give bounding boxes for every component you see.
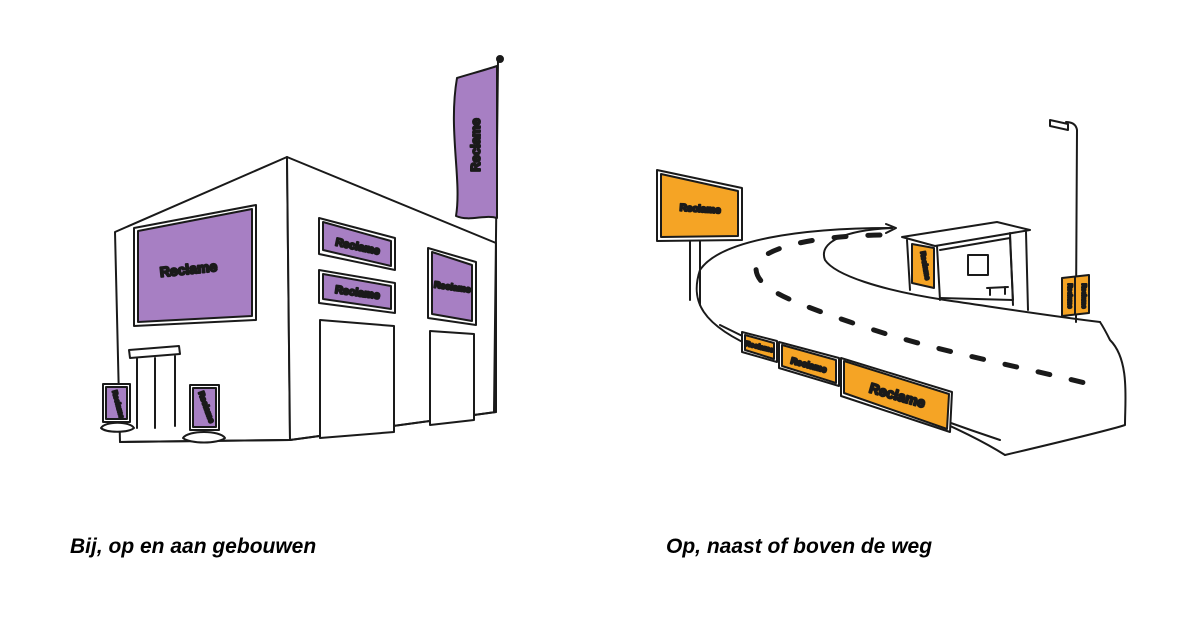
- pole-box-sign-label-2: Reclame: [1080, 284, 1086, 309]
- flag-pole-top: [496, 55, 504, 63]
- flag-banner: [452, 65, 498, 220]
- entrance-door: [136, 355, 176, 429]
- entrance-canopy: [128, 345, 181, 359]
- roadside-billboard: Reclame: [656, 169, 743, 306]
- road-arrow: [885, 223, 897, 234]
- side-banner-1: [322, 221, 392, 267]
- road-edge-bottom: [1004, 321, 1127, 456]
- barrier-banner-2-panel: [781, 344, 837, 384]
- sidewalk-sign-1-base: [100, 421, 135, 433]
- pole-box-sign-label-1: Reclame: [1066, 284, 1072, 309]
- barrier-banner-3-panel: [843, 360, 950, 430]
- bus-shelter-roof: [901, 221, 1031, 247]
- sidewalk-sign-2-base: [182, 431, 226, 444]
- billboard-label: Reclame: [679, 203, 721, 217]
- sidewalk-sign-1-panel: [105, 386, 128, 420]
- caption-buildings: Bij, op en aan gebouwen: [70, 535, 317, 558]
- pole-box-sign: Reclame Reclame: [1061, 274, 1090, 323]
- building-illustration: Reclame Reclame Reclame Reclame Reclame: [100, 55, 504, 444]
- side-banner-2: [322, 273, 392, 310]
- bus-shelter-back: [939, 237, 1014, 301]
- road-edge-inner: [822, 227, 1101, 323]
- sidewalk-sign-1: Reclame: [100, 383, 135, 433]
- billboard-panel: [660, 173, 739, 238]
- road-centre-dashes: [753, 232, 1088, 386]
- side-door-right: [429, 330, 475, 426]
- wall-banner-front-label: Reclame: [159, 258, 218, 280]
- bus-shelter-ad-panel: [911, 243, 935, 289]
- side-banner-3: [431, 251, 473, 322]
- flag-banner-label: Reclame: [468, 118, 483, 171]
- wall-banner-front: [137, 208, 253, 323]
- barrier-banner-1-panel: [744, 334, 775, 360]
- road-illustration: Reclame Reclame Reclame Reclame: [656, 119, 1127, 456]
- bus-shelter-bench: [986, 286, 1009, 296]
- side-door-left: [319, 319, 395, 439]
- ground-line: [119, 411, 497, 443]
- street-lamp-pole: [1065, 121, 1078, 311]
- barrier-banner-1: Reclame: [741, 331, 778, 363]
- sidewalk-sign-2-panel: [192, 387, 217, 428]
- caption-roads: Op, naast of boven de weg: [666, 535, 933, 558]
- sidewalk-sign-2: Reclame: [182, 384, 226, 444]
- barrier-banner-3: Reclame: [840, 357, 953, 433]
- barrier-banner-2: Reclame: [778, 341, 840, 387]
- bus-shelter-posts: [906, 231, 1029, 311]
- bus-shelter-window: [967, 254, 989, 276]
- street-lamp: [1049, 119, 1078, 311]
- street-lamp-head: [1049, 119, 1069, 131]
- bus-shelter: Reclame: [901, 221, 1031, 311]
